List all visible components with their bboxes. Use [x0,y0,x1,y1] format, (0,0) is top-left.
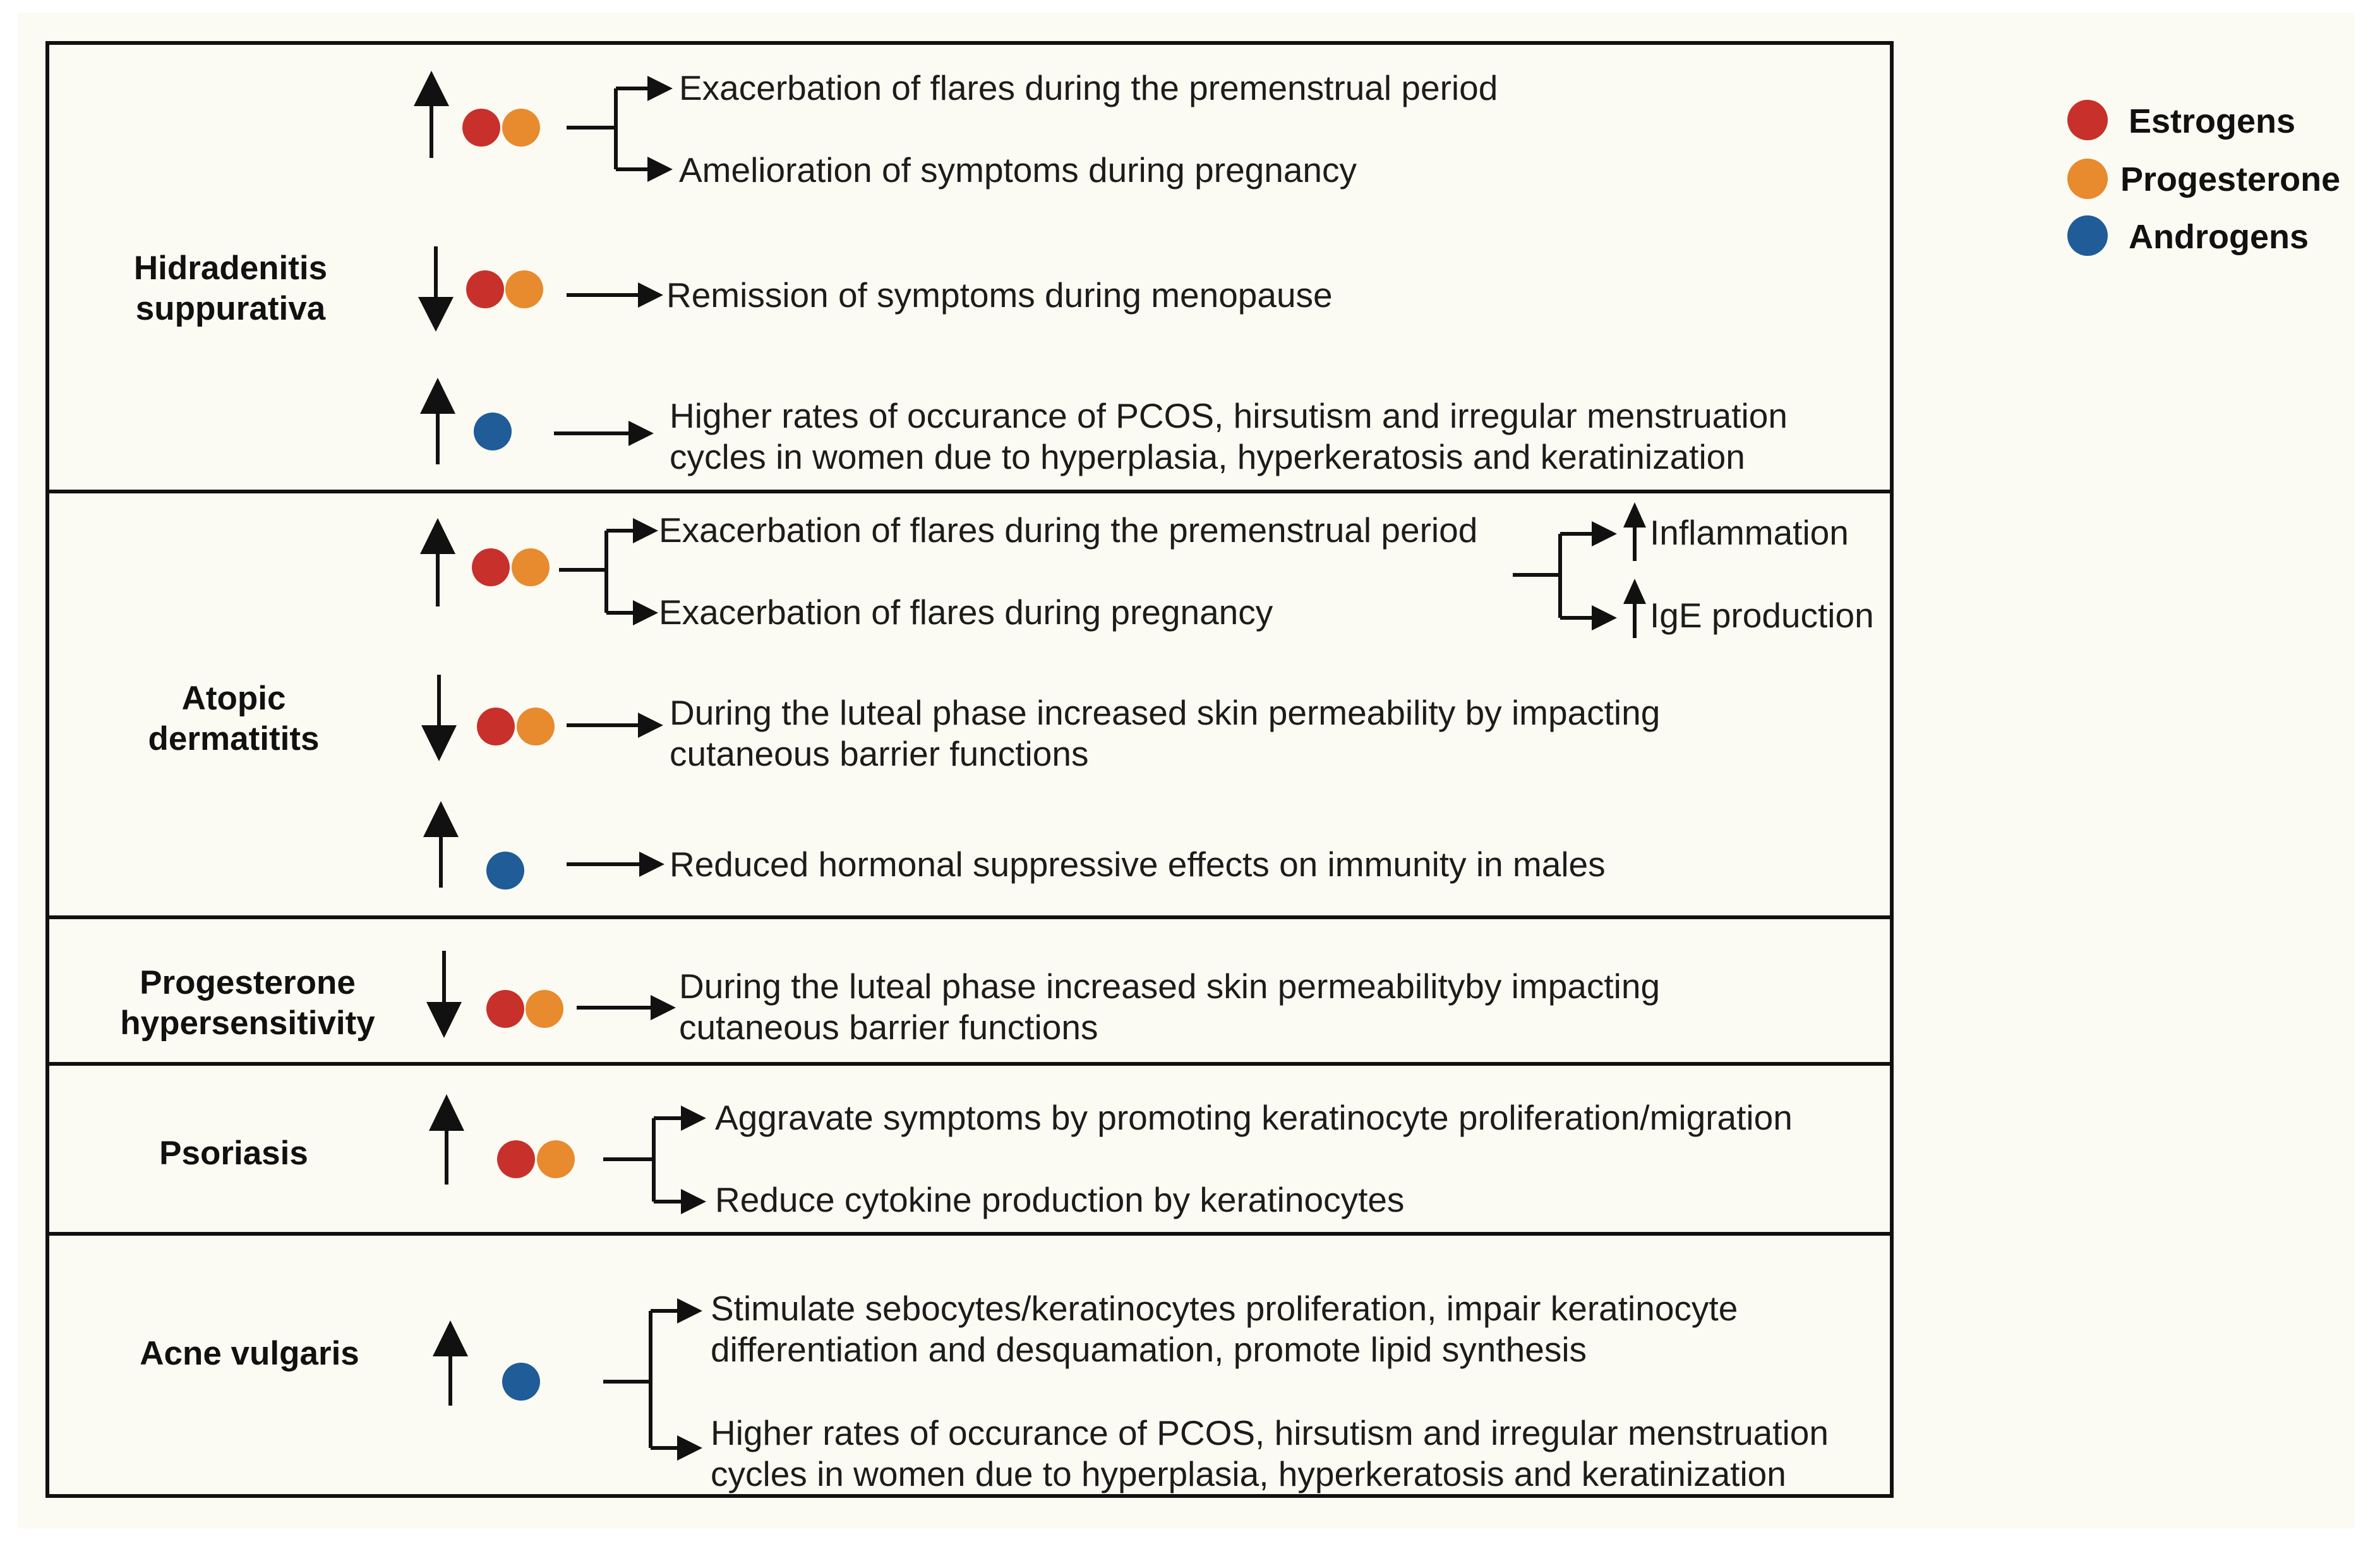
up-arrow-icon [1623,502,1646,561]
down-arrow-icon [418,246,454,332]
effect-text: Reduced hormonal suppressive effects on … [670,845,1606,884]
estrogen-dot [486,990,524,1028]
effect-text: differentiation and desquamation, promot… [711,1330,1587,1369]
estrogen-dot [472,548,510,586]
effect-text: Aggravate symptoms by promoting keratino… [715,1098,1793,1137]
effect-text: Exacerbation of flares during pregnancy [659,593,1273,632]
effect-text: During the luteal phase increased skin p… [670,693,1660,732]
branch-connector [603,1106,706,1214]
progesterone-dot [512,548,550,586]
up-arrow-icon [429,1094,464,1185]
legend-estrogens-dot [2067,100,2108,140]
effect-text: Amelioration of symptoms during pregnanc… [679,150,1357,190]
figure-background [18,13,2355,1529]
effect-text: Higher rates of occurance of PCOS, hirsu… [670,396,1788,435]
arrow-connector [567,713,663,738]
androgen-dot [486,852,524,890]
effect-text: Remission of symptoms during menopause [666,275,1333,315]
legend-progesterone-label: Progesterone [2120,160,2340,198]
legend-androgens-label: Androgens [2129,218,2309,256]
branch-connector [559,518,658,625]
progesterone-dot [517,708,555,745]
condition-label: Hidradenitis [134,250,327,287]
down-arrow-icon [426,951,462,1038]
effect-text: cutaneous barrier functions [679,1008,1098,1047]
outcome-branch-connector [1513,521,1617,630]
arrow-connector [567,282,663,308]
outcome-text: IgE production [1650,596,1874,635]
condition-label: Atopic [182,680,286,717]
branch-connector [567,76,673,182]
effect-text: cutaneous barrier functions [670,734,1088,773]
up-arrow-icon [423,801,459,888]
condition-label: Psoriasis [159,1135,308,1172]
legend-estrogens-label: Estrogens [2129,102,2295,140]
progesterone-dot [537,1140,575,1178]
effect-text: Exacerbation of flares during the premen… [679,68,1498,107]
branch-connector [603,1298,702,1461]
table-frame [45,41,1894,1498]
effect-text: Reduce cytokine production by keratinocy… [715,1180,1404,1219]
effect-text: cycles in women due to hyperplasia, hype… [670,437,1745,476]
outcome-text: Inflammation [1650,513,1849,552]
condition-label: hypersensitivity [120,1004,375,1042]
progesterone-dot [502,109,540,147]
androgen-dot [474,413,512,450]
effect-text: Higher rates of occurance of PCOS, hirsu… [711,1413,1829,1452]
condition-label: Acne vulgaris [140,1335,359,1372]
arrow-connector [554,421,654,446]
effect-text: During the luteal phase increased skin p… [679,967,1660,1006]
effect-text: Exacerbation of flares during the premen… [659,510,1477,550]
up-arrow-icon [420,518,455,606]
condition-label: dermatitits [148,720,320,757]
up-arrow-icon [433,1320,468,1406]
progesterone-dot [505,270,543,308]
estrogen-dot [477,708,515,745]
down-arrow-icon [421,675,457,761]
legend: Estrogens Progesterone Androgens [2067,100,2340,256]
androgen-dot [502,1363,540,1401]
up-arrow-icon [1623,579,1646,638]
estrogen-dot [462,109,500,147]
effect-text: Stimulate sebocytes/keratinocytes prolif… [711,1289,1738,1328]
effect-text: cycles in women due to hyperplasia, hype… [711,1454,1786,1493]
progesterone-dot [526,990,563,1028]
legend-androgens-dot [2067,215,2108,256]
condition-label: suppurativa [136,290,326,327]
condition-label: Progesterone [140,964,356,1001]
estrogen-dot [497,1140,535,1178]
up-arrow-icon [414,71,449,158]
estrogen-dot [466,270,504,308]
up-arrow-icon [420,378,455,464]
arrow-connector [567,852,664,877]
arrow-connector [577,995,676,1020]
legend-progesterone-dot [2067,159,2108,199]
